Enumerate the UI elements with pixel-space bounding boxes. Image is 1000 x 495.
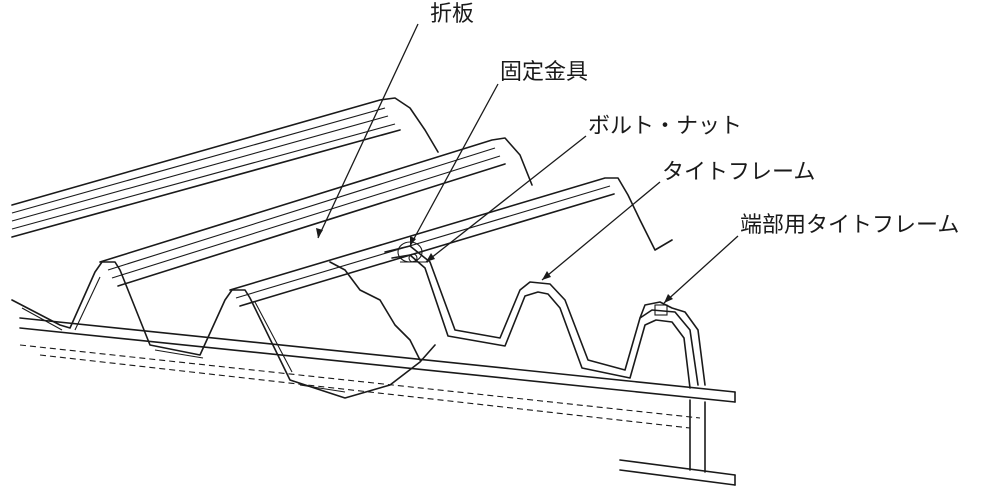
label-end-tight-frame: 端部用タイトフレーム	[740, 213, 960, 238]
tight-frame	[384, 245, 699, 389]
label-fixing-bracket: 固定金具	[500, 60, 589, 85]
leader-end-tight-frame	[663, 235, 739, 304]
leader-fixing-bracket	[409, 83, 499, 247]
leader-tight-frame	[541, 181, 661, 281]
label-bolt-nut: ボルト・ナット	[588, 114, 743, 139]
middle-rib	[99, 137, 533, 287]
leader-lines	[316, 23, 739, 304]
label-folded-plate: 折板	[430, 2, 475, 27]
torn-plate-edge	[329, 261, 421, 361]
front-rib	[229, 177, 673, 307]
label-tight-frame: タイトフレーム	[662, 160, 816, 185]
end-tight-frame	[639, 301, 706, 386]
leader-folded-plate	[317, 23, 419, 239]
leader-bolt-nut	[425, 135, 587, 263]
steel-beam	[19, 317, 736, 486]
back-rib	[11, 97, 439, 238]
folded-plate-section	[11, 261, 436, 399]
